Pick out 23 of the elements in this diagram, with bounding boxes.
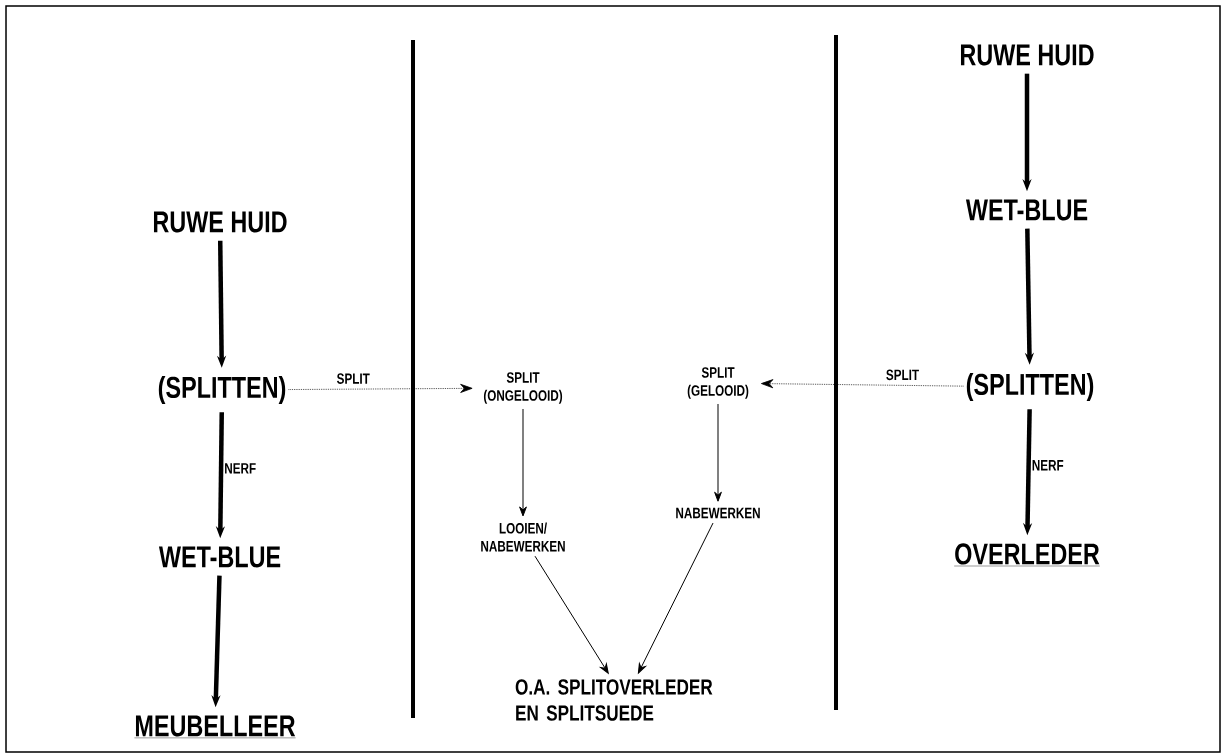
step-label: MEUBELLEER <box>134 715 296 739</box>
step-label: NABEWERKEN <box>676 507 760 519</box>
arrow <box>534 555 609 674</box>
edge-label: SPLIT <box>886 369 919 381</box>
step-label: O.A. SPLITOVERLEDER EN SPLITSUEDE <box>515 679 713 721</box>
step-label: RUWE HUID <box>154 211 287 233</box>
step-label: WET-BLUE <box>965 199 1088 221</box>
step-label: (SPLITTEN) <box>158 376 286 404</box>
arrow <box>637 522 714 674</box>
step-label: WET-BLUE <box>158 546 281 568</box>
step-label: LOOIEN/ NABEWERKEN <box>481 522 565 552</box>
arrow <box>519 408 527 517</box>
edge-label: SPLIT <box>336 373 370 384</box>
step-label: RUWE HUID <box>961 44 1094 66</box>
step-label: SPLIT (GELOOID) <box>687 367 749 399</box>
arrow <box>761 379 964 389</box>
step-label: SPLIT (ONGELOOID) <box>483 372 563 404</box>
step-label: (SPLITTEN) <box>966 373 1094 401</box>
arrow <box>714 403 722 502</box>
step-label: OVERLEDER <box>954 543 1100 567</box>
edge-label: NERF <box>1032 460 1064 471</box>
arrow <box>288 383 473 393</box>
edge-label: NERF <box>225 463 256 474</box>
